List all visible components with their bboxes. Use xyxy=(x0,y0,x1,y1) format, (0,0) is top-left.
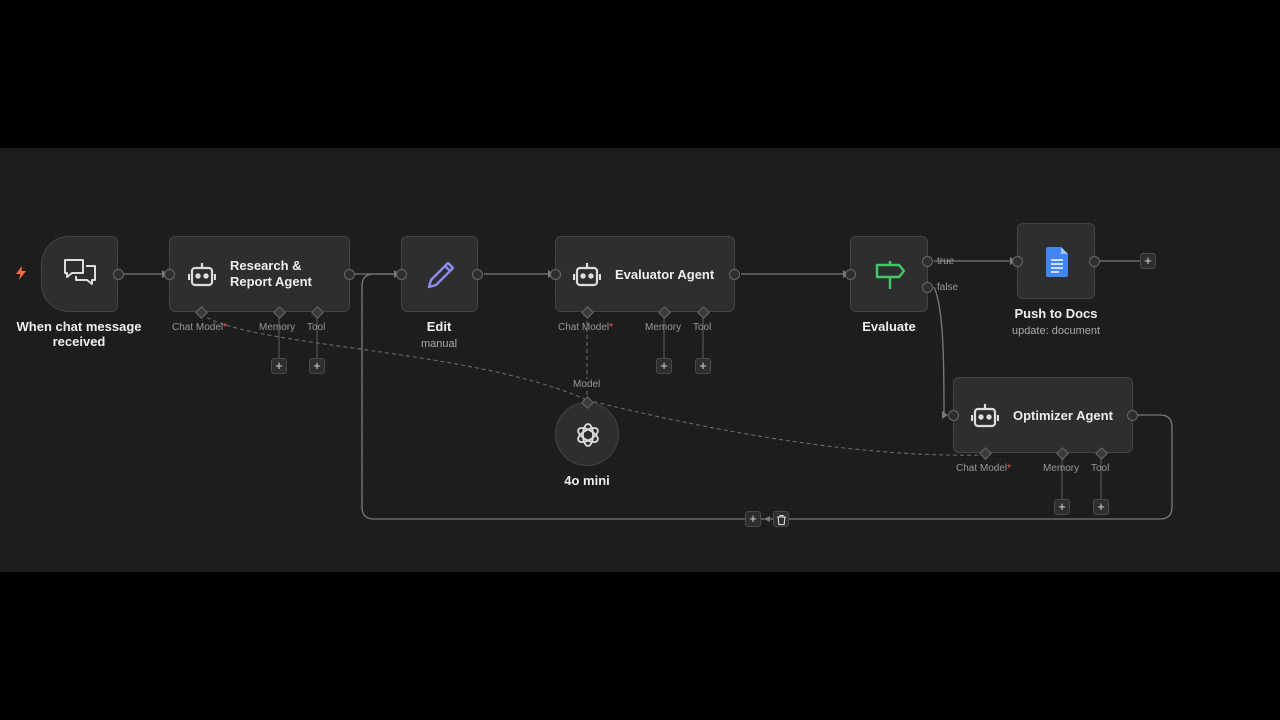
evaluate-input-port[interactable] xyxy=(845,269,856,280)
optimizer-add-tool-button[interactable]: + xyxy=(1093,499,1109,515)
push-to-docs-node[interactable] xyxy=(1017,223,1095,299)
lightning-icon xyxy=(15,266,27,285)
signpost-icon xyxy=(874,259,906,296)
evaluator-input-port[interactable] xyxy=(550,269,561,280)
google-docs-icon xyxy=(1046,247,1068,282)
evaluator-memory-label: Memory xyxy=(645,322,682,333)
research-chat-model-label: Chat Model* xyxy=(172,322,228,333)
evaluator-agent-label: Evaluator Agent xyxy=(615,267,715,282)
model-node-label: 4o mini xyxy=(564,473,610,488)
optimizer-output-port[interactable] xyxy=(1127,410,1138,421)
evaluator-add-memory-button[interactable]: + xyxy=(656,358,672,374)
evaluate-false-label: false xyxy=(937,282,959,293)
trigger-node[interactable] xyxy=(41,236,118,312)
connections xyxy=(124,257,1173,522)
docs-node-label: Push to Docs xyxy=(1014,306,1098,321)
robot-icon xyxy=(970,403,1000,434)
optimizer-memory-label: Memory xyxy=(1043,463,1080,474)
workflow-canvas[interactable]: When chat message received Research & Re… xyxy=(0,148,1280,572)
loop-add-node-button[interactable]: + xyxy=(745,511,761,527)
pencil-icon xyxy=(425,259,457,296)
edit-input-port[interactable] xyxy=(396,269,407,280)
evaluator-chat-model-label: Chat Model* xyxy=(558,322,614,333)
link-evaluate-optimizer xyxy=(933,286,946,416)
research-agent-label: Research & Report Agent xyxy=(230,258,312,289)
link-research-model xyxy=(200,313,588,401)
docs-output-port[interactable] xyxy=(1089,256,1100,267)
model-port-label: Model xyxy=(572,379,602,390)
edit-output-port[interactable] xyxy=(472,269,483,280)
edit-node-subtitle: manual xyxy=(420,338,458,350)
edit-node-label: Edit xyxy=(426,319,452,334)
docs-input-port[interactable] xyxy=(1012,256,1023,267)
optimizer-chat-model-label: Chat Model* xyxy=(956,463,1012,474)
robot-icon xyxy=(187,262,217,293)
evaluate-true-label: true xyxy=(937,256,955,267)
research-tool-label: Tool xyxy=(307,322,326,333)
evaluate-true-port[interactable] xyxy=(922,256,933,267)
research-add-memory-button[interactable]: + xyxy=(271,358,287,374)
openai-icon xyxy=(574,421,602,454)
docs-add-next-button[interactable]: + xyxy=(1140,253,1156,269)
evaluate-false-port[interactable] xyxy=(922,282,933,293)
research-memory-label: Memory xyxy=(259,322,296,333)
research-add-tool-button[interactable]: + xyxy=(309,358,325,374)
chat-bubbles-icon xyxy=(63,257,97,294)
evaluator-add-tool-button[interactable]: + xyxy=(695,358,711,374)
optimizer-add-memory-button[interactable]: + xyxy=(1054,499,1070,515)
trigger-output-port[interactable] xyxy=(113,269,124,280)
trigger-node-label: When chat message received xyxy=(16,319,142,349)
robot-icon xyxy=(572,262,602,293)
loop-delete-connection-button[interactable] xyxy=(773,511,789,527)
evaluator-tool-label: Tool xyxy=(693,322,712,333)
link-optimizer-model xyxy=(586,399,986,456)
research-output-port[interactable] xyxy=(344,269,355,280)
optimizer-agent-node[interactable]: Optimizer Agent xyxy=(953,377,1133,453)
optimizer-input-port[interactable] xyxy=(948,410,959,421)
optimizer-tool-label: Tool xyxy=(1091,463,1110,474)
research-agent-node[interactable]: Research & Report Agent xyxy=(169,236,350,312)
docs-node-subtitle: update: document xyxy=(1011,325,1101,337)
evaluator-agent-node[interactable]: Evaluator Agent xyxy=(555,236,735,312)
openai-model-node[interactable] xyxy=(555,402,619,466)
optimizer-agent-label: Optimizer Agent xyxy=(1013,408,1113,423)
evaluate-node-label: Evaluate xyxy=(862,319,916,334)
evaluator-output-port[interactable] xyxy=(729,269,740,280)
research-input-port[interactable] xyxy=(164,269,175,280)
evaluate-node[interactable] xyxy=(850,236,928,312)
edit-node[interactable] xyxy=(401,236,478,312)
trash-icon xyxy=(777,514,786,528)
